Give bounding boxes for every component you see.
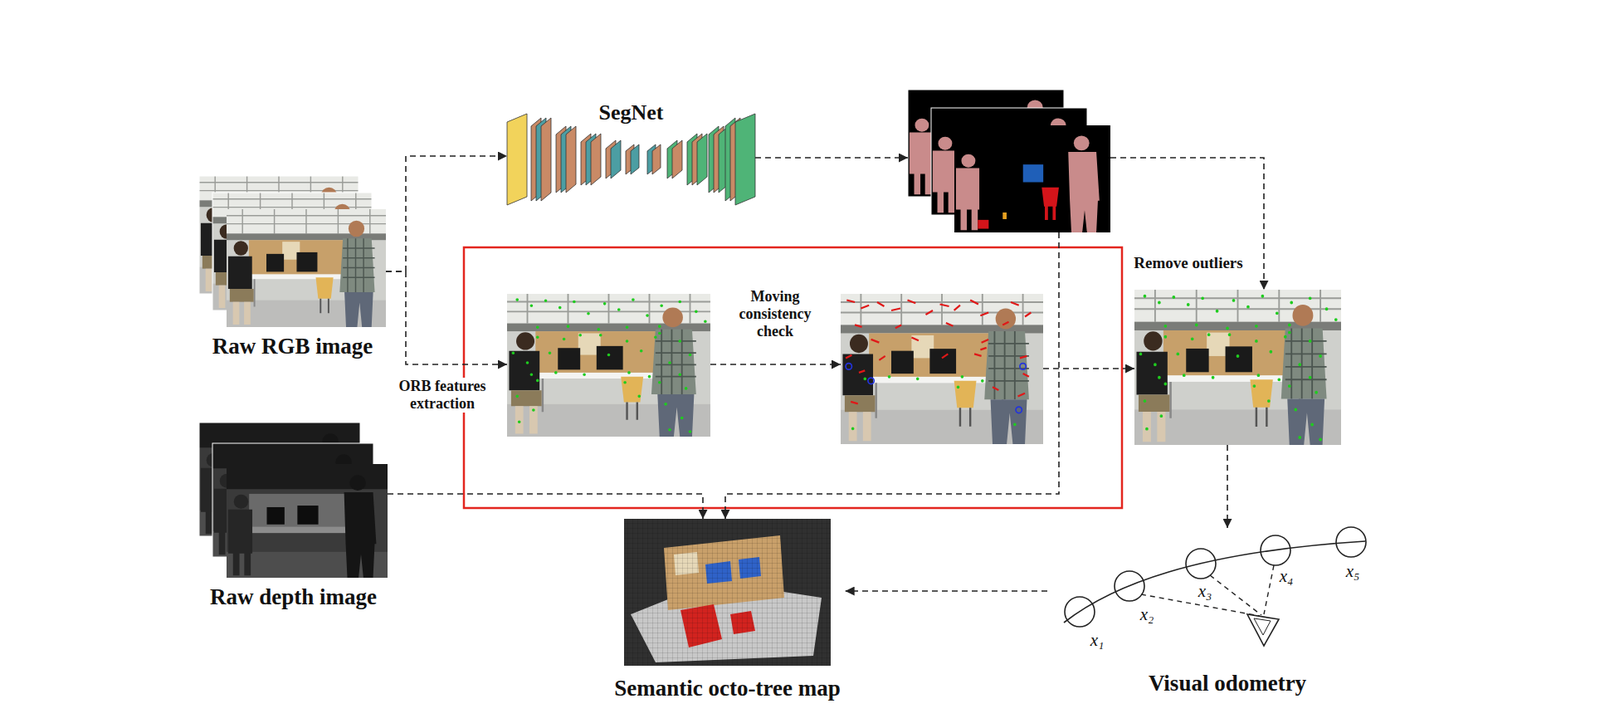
caption-row: SegNet: [507, 99, 756, 126]
segmentation-stack: [907, 89, 1111, 233]
state-label: x₃: [1198, 581, 1213, 601]
edge-label: ORB features extraction: [384, 377, 501, 413]
caption-text: Raw RGB image: [212, 333, 373, 359]
rgb-image-stack: [199, 175, 386, 327]
image-area: [609, 518, 845, 676]
edge-label: Moving consistency check: [728, 287, 822, 341]
depth-image-stack: [199, 422, 388, 578]
image-area: [199, 175, 386, 334]
caption-text: Semantic octo-tree map: [614, 675, 840, 701]
caption-text: Visual odometry: [1148, 670, 1307, 696]
image-area: [1134, 289, 1342, 445]
state-label: x₄: [1279, 566, 1294, 586]
caption-row: Raw RGB image: [199, 333, 386, 360]
caption-row: Semantic octo-tree map: [609, 675, 845, 702]
dashed-arrow: [387, 493, 703, 519]
image-area: [507, 125, 756, 205]
state-label: x₅: [1346, 561, 1361, 581]
dashed-arrow: [1043, 367, 1135, 370]
dashed-arrow: [1110, 157, 1264, 290]
dashed-arrow: [845, 590, 1048, 592]
caption-text: Raw depth image: [209, 584, 377, 610]
state-label: x₁: [1090, 630, 1105, 650]
image-area: [199, 422, 388, 585]
dashed-arrow: [755, 156, 908, 159]
image-node: [907, 89, 1111, 233]
image-node: [507, 293, 711, 437]
image-node: Raw depth image: [199, 422, 388, 610]
dashed-arrow: [710, 363, 841, 366]
filtered-image: [1134, 289, 1342, 445]
image-node: SegNet: [507, 99, 756, 205]
highlight-frame: [463, 247, 1122, 508]
caption-text: SegNet: [599, 100, 664, 125]
dashed-arrow: [385, 271, 508, 365]
caption-row: Visual odometry: [1047, 670, 1408, 697]
consistency-image: [840, 293, 1044, 444]
dashed-arrow: [1226, 444, 1229, 528]
state-label: x₂: [1140, 604, 1155, 625]
segnet-network: [507, 113, 756, 205]
image-area: [907, 89, 1111, 233]
image-area: [507, 293, 711, 437]
image-node: [1134, 289, 1342, 445]
image-node: Visual odometry: [1047, 527, 1408, 697]
octree-map-render: [624, 518, 831, 666]
dashed-arrow: [385, 156, 508, 272]
image-area: [840, 293, 1044, 444]
orb-image: [507, 293, 711, 437]
edge-label: Remove outliers: [1131, 253, 1244, 272]
odometry-graph: [1063, 526, 1366, 646]
dashed-arrow: [725, 232, 1059, 519]
image-node: Raw RGB image: [199, 175, 386, 360]
image-node: [840, 293, 1044, 444]
image-node: Semantic octo-tree map: [609, 518, 845, 702]
caption-row: Raw depth image: [199, 584, 388, 610]
